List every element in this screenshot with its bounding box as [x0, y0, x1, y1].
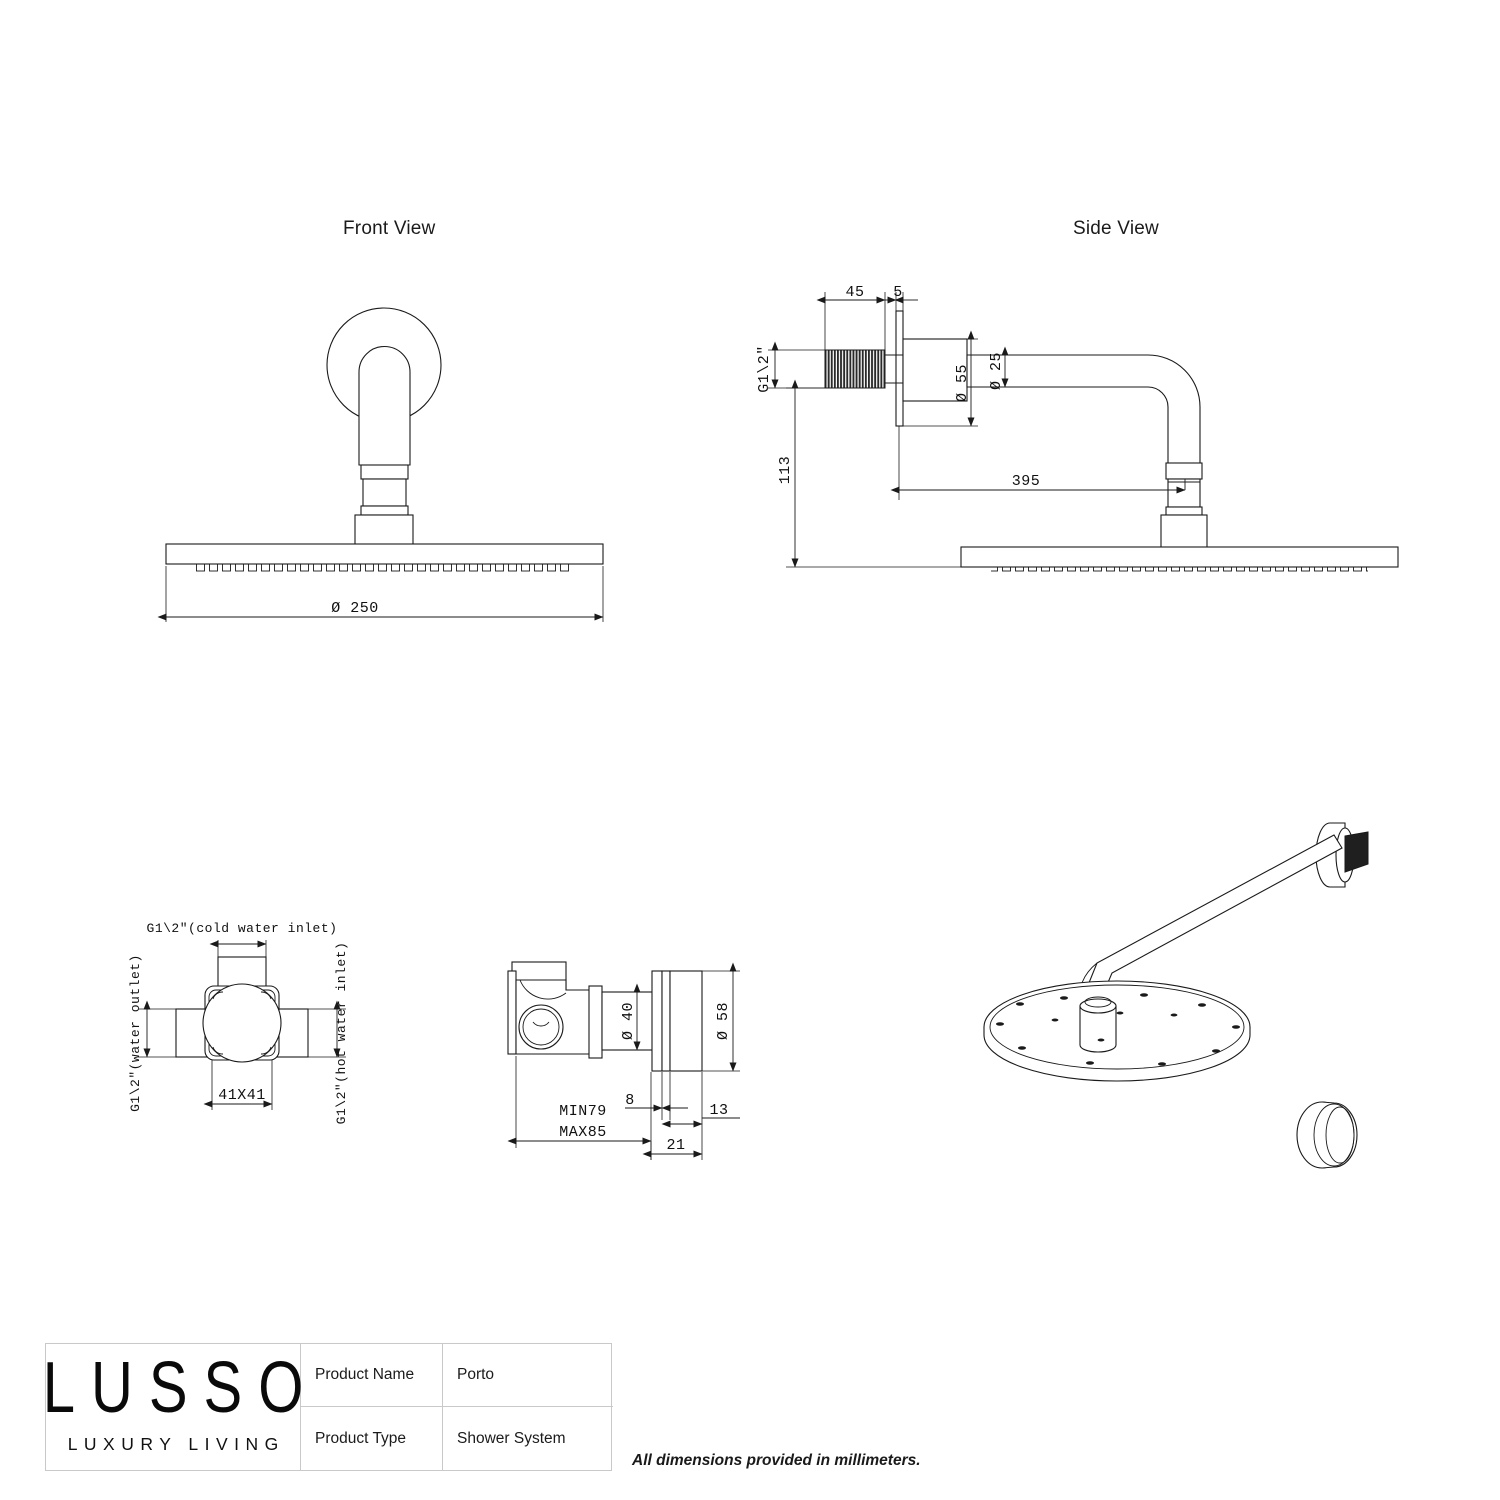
valve-escutcheon-ring: [588, 985, 603, 1059]
dimension-note: All dimensions provided in millimeters.: [632, 1452, 921, 1469]
dim-label-trim-outer-diameter: Ø 58: [715, 1002, 732, 1040]
dim-label-drop-height: 113: [777, 456, 794, 485]
dim-label-cold-inlet: G1\2"(cold water inlet): [147, 921, 338, 936]
dim-label-thread-length: 45: [845, 284, 864, 301]
side-collar-lower: [1165, 506, 1203, 516]
side-thread: [824, 349, 886, 389]
dim-offset-21: 21: [642, 1132, 703, 1160]
side-nozzle-row: [991, 567, 1368, 575]
front-nozzle-row: [196, 564, 573, 572]
dim-flange-thickness: 5: [885, 284, 918, 340]
dim-arm-diameter: Ø 25: [967, 346, 1012, 390]
dim-label-hot-inlet: G1\2"(hot water inlet): [334, 942, 349, 1125]
dim-cold-inlet: G1\2"(cold water inlet): [147, 921, 338, 957]
dim-drop-height: 113: [777, 379, 961, 568]
dim-trim-inner-diameter: Ø 40: [613, 983, 646, 1051]
side-view-title: Side View: [1073, 218, 1159, 239]
valve-front-group: G1\2"(cold water inlet) G1\2"(water outl…: [128, 921, 349, 1124]
dim-thread-length: 45: [816, 284, 886, 352]
dim-label-install-depth-min: MIN79: [559, 1103, 607, 1120]
valve-cartridge-circle: [202, 983, 282, 1063]
front-stem: [354, 514, 414, 547]
brand-name: LUSSO: [42, 1346, 320, 1428]
dim-offset-8: 8: [625, 1072, 688, 1120]
dim-head-diameter: Ø 250: [157, 566, 604, 622]
front-gooseneck: [358, 345, 411, 466]
dim-label-offset-13: 13: [709, 1102, 728, 1119]
valve-ring-inner: [522, 1008, 560, 1046]
dim-thread-spec: G1\2": [756, 341, 825, 393]
dim-label-body-square: 41X41: [218, 1087, 266, 1104]
side-arm-collar: [1165, 462, 1203, 480]
product-name-value: Porto: [443, 1344, 613, 1407]
dim-label-arm-projection: 395: [1012, 473, 1041, 490]
dim-escutcheon-diameter: Ø 55: [903, 330, 978, 427]
dim-trim-outer-diameter: Ø 58: [702, 962, 740, 1072]
dim-label-water-outlet: G1\2"(water outlet): [128, 954, 143, 1112]
dim-label-offset-21: 21: [666, 1137, 685, 1154]
product-name-label: Product Name: [301, 1344, 443, 1407]
brand-logo: LUSSO LUXURY LIVING: [43, 1344, 303, 1470]
product-type-value: Shower System: [457, 1429, 566, 1447]
valve-sleeve: [601, 991, 655, 1051]
product-info-table: LUSSO LUXURY LIVING Product Name Porto P…: [43, 1343, 613, 1471]
side-view-group: 45 5 G1\2" Ø 55: [756, 284, 1399, 575]
product-illustration-group: [983, 822, 1369, 1169]
side-wall-flange: [895, 310, 904, 427]
dim-label-head-diameter: Ø 250: [331, 600, 379, 617]
front-shower-head: [165, 543, 604, 565]
side-escutcheon: [902, 338, 968, 402]
dim-water-outlet: G1\2"(water outlet): [128, 954, 176, 1112]
front-view-title: Front View: [343, 218, 436, 239]
dim-offset-13: 13: [661, 1072, 740, 1132]
product-type-label: Product Type: [301, 1407, 443, 1470]
front-view-group: Ø 250: [157, 307, 604, 622]
valve-trim-cap: [669, 970, 703, 1072]
valve-port-cold: [217, 956, 267, 992]
dim-label-escutcheon-diameter: Ø 55: [954, 364, 971, 402]
dim-label-arm-diameter: Ø 25: [988, 352, 1005, 390]
dim-label-install-depth-max: MAX85: [559, 1124, 607, 1141]
valve-trim-mid: [661, 970, 671, 1072]
dim-label-trim-inner-diameter: Ø 40: [620, 1002, 637, 1040]
dim-label-offset-8: 8: [625, 1092, 635, 1109]
side-swivel: [1167, 478, 1201, 508]
valve-trim-back: [651, 970, 663, 1072]
illustration-trim-cap: [1296, 1101, 1358, 1169]
dim-label-flange-thickness: 5: [893, 284, 903, 301]
valve-backplate: [507, 970, 517, 1055]
side-shower-head: [960, 546, 1399, 568]
side-stem: [1160, 514, 1208, 549]
dim-arm-projection: 395: [890, 426, 1186, 500]
illustration-nozzles: [996, 993, 1240, 1066]
dim-hot-inlet: G1\2"(hot water inlet): [308, 942, 349, 1125]
front-collar-lower: [360, 505, 409, 516]
dim-body-square: 41X41: [203, 1060, 273, 1110]
valve-side-group: Ø 40 Ø 58 MIN79 MAX85: [507, 961, 740, 1160]
brand-tagline: LUXURY LIVING: [67, 1434, 285, 1454]
dim-label-thread-spec: G1\2": [756, 345, 773, 393]
front-collar-upper: [360, 464, 409, 480]
front-swivel: [362, 478, 407, 507]
side-shower-arm: [966, 354, 1201, 471]
valve-ring-outer: [518, 1004, 564, 1050]
